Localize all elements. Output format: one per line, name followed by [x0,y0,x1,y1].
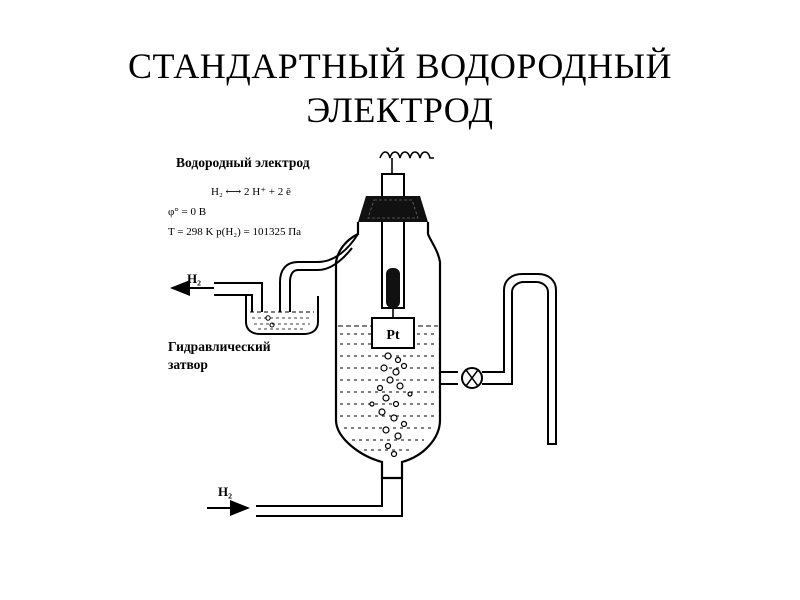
diagram-caption: Водородный электрод [176,155,310,170]
rubber-stopper [358,196,428,222]
mercury-column [386,268,400,308]
seal-label-line-2: затвор [168,357,208,372]
seal-label-line-1: Гидравлический [168,339,271,354]
stopcock-icon[interactable] [461,367,483,389]
hydrogen-bubbles [369,352,413,458]
inlet-pipe [256,478,403,517]
platinum-label: Pt [386,328,400,343]
electrode-vessel [334,222,442,480]
side-arm-outer [279,233,359,312]
wire-coil-icon [379,151,434,159]
platinum-electrode [371,317,415,349]
title-line-2: ЭЛЕКТРОД [306,90,494,130]
slide-title: СТАНДАРТНЫЙ ВОДОРОДНЫЙ ЭЛЕКТРОД [0,44,800,132]
side-arm-inner [289,247,353,312]
seal-bubble [269,322,275,328]
standard-potential: φ° = 0 B [168,206,206,218]
conditions-text: T = 298 K p(H₂) = 101325 Па [168,226,301,238]
manometer-tube [482,273,557,445]
title-line-1: СТАНДАРТНЫЙ ВОДОРОДНЫЙ [128,46,672,86]
seal-bubble [265,315,271,321]
h2-outlet-label: H₂ [187,271,201,286]
outlet-tube [214,282,263,312]
hydraulic-seal-vessel [245,296,319,335]
h2-inlet-label: H₂ [218,484,232,499]
reaction-equation: H₂ ⟷ 2 H⁺ + 2 ē [211,186,291,198]
